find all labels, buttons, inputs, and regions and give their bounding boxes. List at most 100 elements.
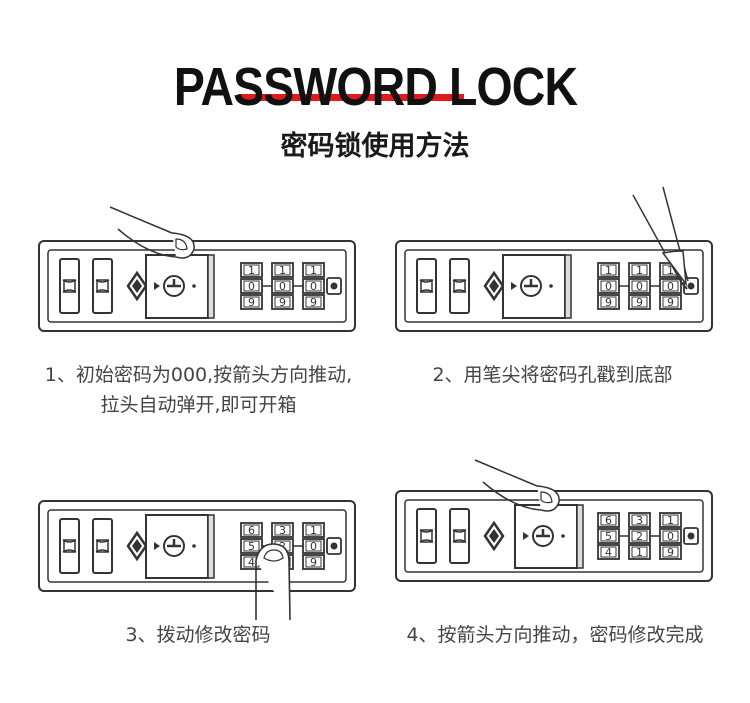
slider-tab-window xyxy=(420,529,433,543)
dial-box xyxy=(628,544,651,560)
dial-box xyxy=(240,294,263,310)
dial-digit: 1 xyxy=(310,264,317,277)
dial-digit: 6 xyxy=(248,524,255,537)
caption-step1-line2: 拉头自动弹开,即可开箱 xyxy=(100,394,297,416)
keyhole-key xyxy=(167,539,181,548)
dial-inner xyxy=(305,296,322,308)
diamond-icon xyxy=(126,530,148,562)
dial-box xyxy=(628,512,651,528)
reset-hole-dot xyxy=(687,532,695,540)
plate-dot xyxy=(561,534,565,538)
dial-digit: 6 xyxy=(605,514,612,527)
plate-edge xyxy=(564,254,572,319)
finger-bottom-edge xyxy=(117,228,177,258)
slider-tab-outline xyxy=(416,258,437,314)
slider-tab-outline xyxy=(449,258,470,314)
slider-tab-1 xyxy=(416,258,437,314)
keyhole-key xyxy=(536,529,550,538)
dial-inner xyxy=(662,280,679,292)
page-title: PASSWORD LOCK xyxy=(173,57,577,117)
plate-dot xyxy=(192,544,196,548)
slider-tab-window xyxy=(453,529,466,543)
dial-inner xyxy=(662,530,679,542)
title-wrap: PASSWORD LOCK xyxy=(0,55,750,119)
dial-digit: 3 xyxy=(636,514,643,527)
arrow-icon xyxy=(154,542,160,550)
dial-box xyxy=(659,528,682,544)
dial-inner xyxy=(600,296,617,308)
reset-hole xyxy=(326,537,342,555)
dial-inner xyxy=(274,296,291,308)
slider-tab-outline xyxy=(59,518,80,574)
dial-inner xyxy=(600,530,617,542)
dial-box xyxy=(302,278,325,294)
dial-inner xyxy=(274,524,291,536)
dial-inner xyxy=(631,514,648,526)
dial-box xyxy=(302,262,325,278)
dial-digit: 1 xyxy=(248,264,255,277)
slider-tab-window xyxy=(96,539,109,553)
lock-frame-inner xyxy=(47,509,347,583)
dial-inner xyxy=(243,264,260,276)
keyhole-plate xyxy=(514,504,584,569)
dial-inner xyxy=(274,280,291,292)
dial-digit: 1 xyxy=(605,264,612,277)
dial-digit: 0 xyxy=(310,540,317,553)
dial-box xyxy=(302,522,325,538)
dial-digit: 5 xyxy=(605,530,612,543)
slider-tab-2 xyxy=(449,258,470,314)
dial-inner xyxy=(662,296,679,308)
reset-hole xyxy=(683,277,699,295)
dial-box xyxy=(597,262,620,278)
dial-box xyxy=(628,262,651,278)
slider-tab-outline xyxy=(449,508,470,564)
dial-digit: 9 xyxy=(667,546,674,559)
dial-digit: 0 xyxy=(279,280,286,293)
arrow-icon xyxy=(523,532,529,540)
dial-digit: 9 xyxy=(667,296,674,309)
dial-inner xyxy=(631,530,648,542)
dial-inner xyxy=(600,264,617,276)
dial-box xyxy=(271,294,294,310)
dial-digit: 4 xyxy=(248,556,255,569)
slider-tab-2 xyxy=(92,258,113,314)
dial-digit: 9 xyxy=(279,296,286,309)
caption-step2-line1: 2、用笔尖将密码孔戳到底部 xyxy=(432,364,673,386)
finger-icon xyxy=(255,543,291,621)
arrow-icon xyxy=(511,282,517,290)
dial-digit: 0 xyxy=(636,280,643,293)
finger-icon xyxy=(109,206,195,259)
dial-box xyxy=(659,294,682,310)
arrow-icon xyxy=(154,282,160,290)
slider-tab-1 xyxy=(416,508,437,564)
title-underline-accent xyxy=(238,94,464,101)
slider-tab-outline xyxy=(59,258,80,314)
dial-box xyxy=(659,544,682,560)
finger-icon xyxy=(474,459,560,512)
keyhole-plate xyxy=(145,254,215,319)
caption-step3-line1: 3、拨动修改密码 xyxy=(125,624,271,646)
dial-inner xyxy=(243,540,260,552)
diamond-core xyxy=(489,529,499,543)
finger-nail xyxy=(263,549,284,562)
dial-inner xyxy=(243,280,260,292)
dial-inner xyxy=(631,546,648,558)
dial-inner xyxy=(600,546,617,558)
finger-bottom-edge xyxy=(482,481,542,511)
dial-inner xyxy=(305,264,322,276)
dial-box xyxy=(302,294,325,310)
slider-tab-window xyxy=(420,279,433,293)
dial-digit: 1 xyxy=(636,546,643,559)
dial-box xyxy=(597,544,620,560)
dial-inner xyxy=(305,540,322,552)
dial-box xyxy=(597,512,620,528)
dial-box xyxy=(628,294,651,310)
dial-digit: 0 xyxy=(310,280,317,293)
caption-step1-line1: 1、初始密码为000,按箭头方向推动, xyxy=(44,364,353,386)
diamond-core xyxy=(489,279,499,293)
caption-step3: 3、拨动修改密码 xyxy=(38,620,358,650)
